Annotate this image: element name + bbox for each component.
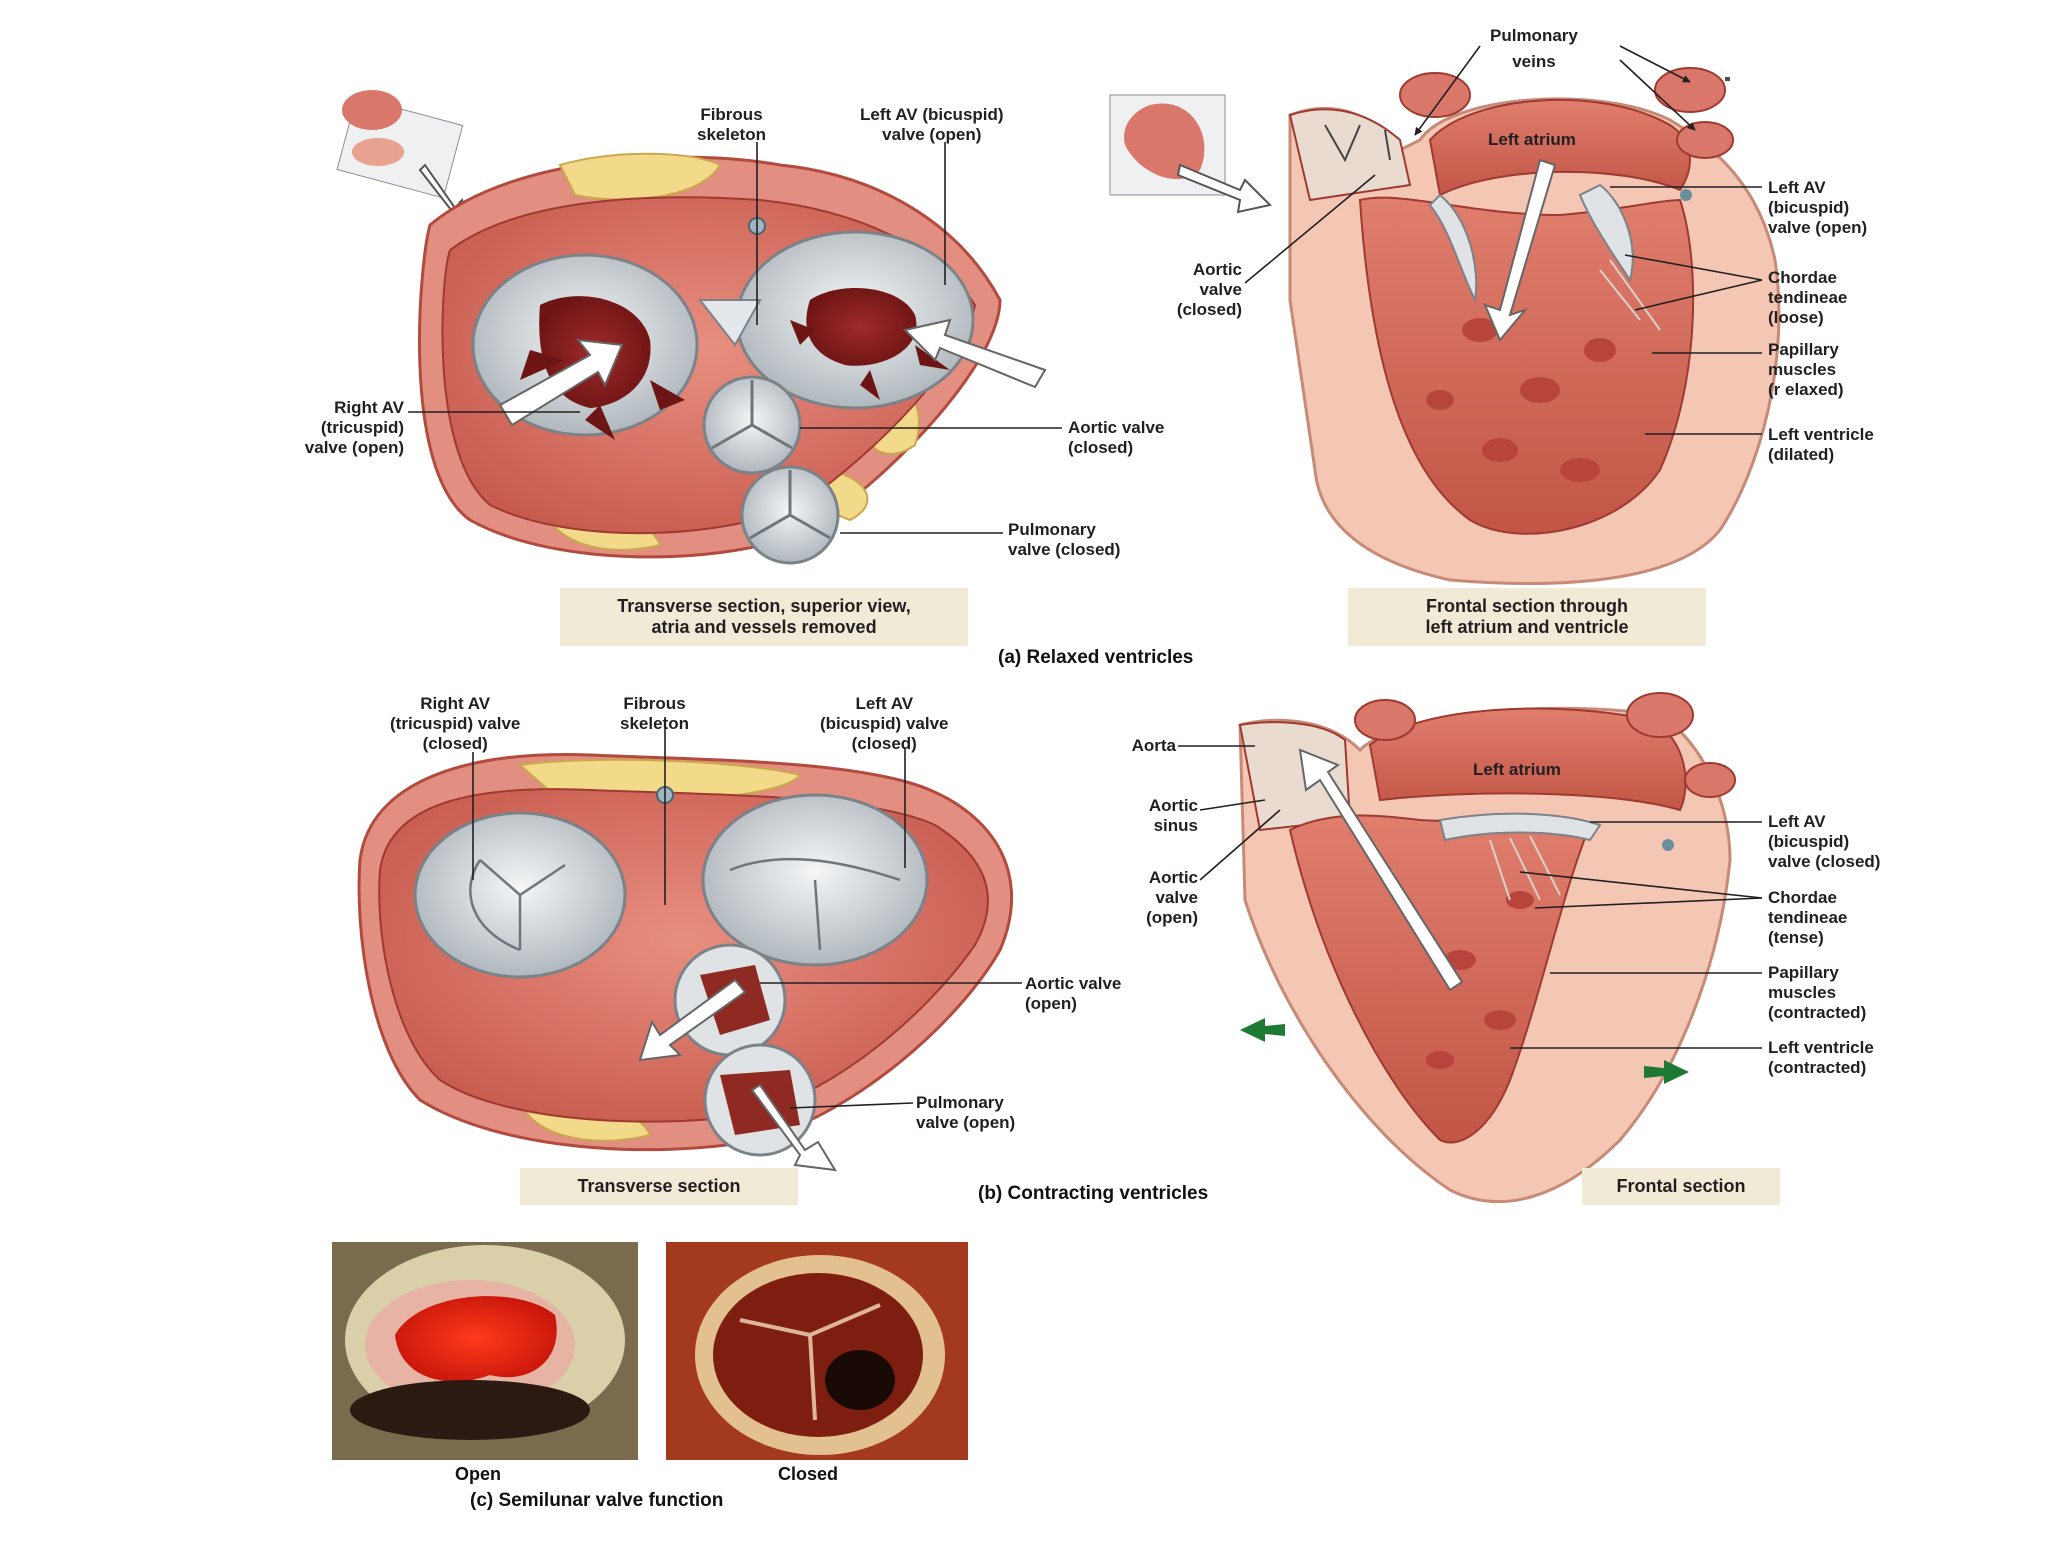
leader-lines	[408, 45, 1763, 1109]
caption-frontal-contracting: Frontal section	[1582, 1168, 1780, 1205]
label-open: Open	[455, 1464, 502, 1484]
orientation-heart-icon	[336, 90, 472, 227]
orientation-heart-icon	[1109, 94, 1273, 214]
panel-a-caption: (a) Relaxed ventricles	[998, 647, 1194, 668]
photo-open-valve	[332, 1242, 638, 1460]
panel-c-caption: (c) Semilunar valve function	[470, 1490, 724, 1511]
transverse-contracting-illustration	[357, 752, 1014, 1172]
label-left-atrium-b: Left atrium	[1473, 760, 1561, 779]
label-left-av-open: Left AV (bicuspid)valve (open)	[860, 105, 1004, 144]
label-right-av-open: Right AV(tricuspid)valve (open)	[304, 398, 404, 457]
label-closed: Closed	[778, 1464, 839, 1484]
frontal-relaxed-illustration	[1109, 67, 1781, 585]
label-left-av-closed: Left AV(bicuspid) valve(closed)	[820, 694, 949, 753]
caption-transverse-relaxed: Transverse section, superior view,atria …	[560, 588, 968, 646]
label-aortic-valve-open: Aortic valve(open)	[1025, 974, 1122, 1013]
label-aortic-valve-closed-a: Aortic valve(closed)	[1068, 418, 1165, 457]
label-left-av-open-frontal: Left AV(bicuspid)valve (open)	[1768, 178, 1868, 237]
label-left-atrium-a: Left atrium	[1488, 130, 1576, 149]
caption-transverse-contracting: Transverse section	[520, 1168, 798, 1205]
transverse-relaxed-illustration	[336, 90, 1047, 565]
label-aorta: Aorta	[1131, 736, 1176, 755]
label-left-ventricle-contracted: Left ventricle(contracted)	[1768, 1038, 1874, 1077]
frontal-contracting-illustration	[1238, 692, 1736, 1203]
label-left-ventricle-dilated: Left ventricle(dilated)	[1768, 425, 1874, 464]
photo-closed-valve	[666, 1242, 968, 1460]
label-left-av-closed-frontal: Left AV(bicuspid)valve (closed)	[1768, 812, 1881, 871]
panel-b-caption: (b) Contracting ventricles	[978, 1183, 1209, 1204]
label-right-av-closed: Right AV(tricuspid) valve(closed)	[390, 694, 521, 753]
